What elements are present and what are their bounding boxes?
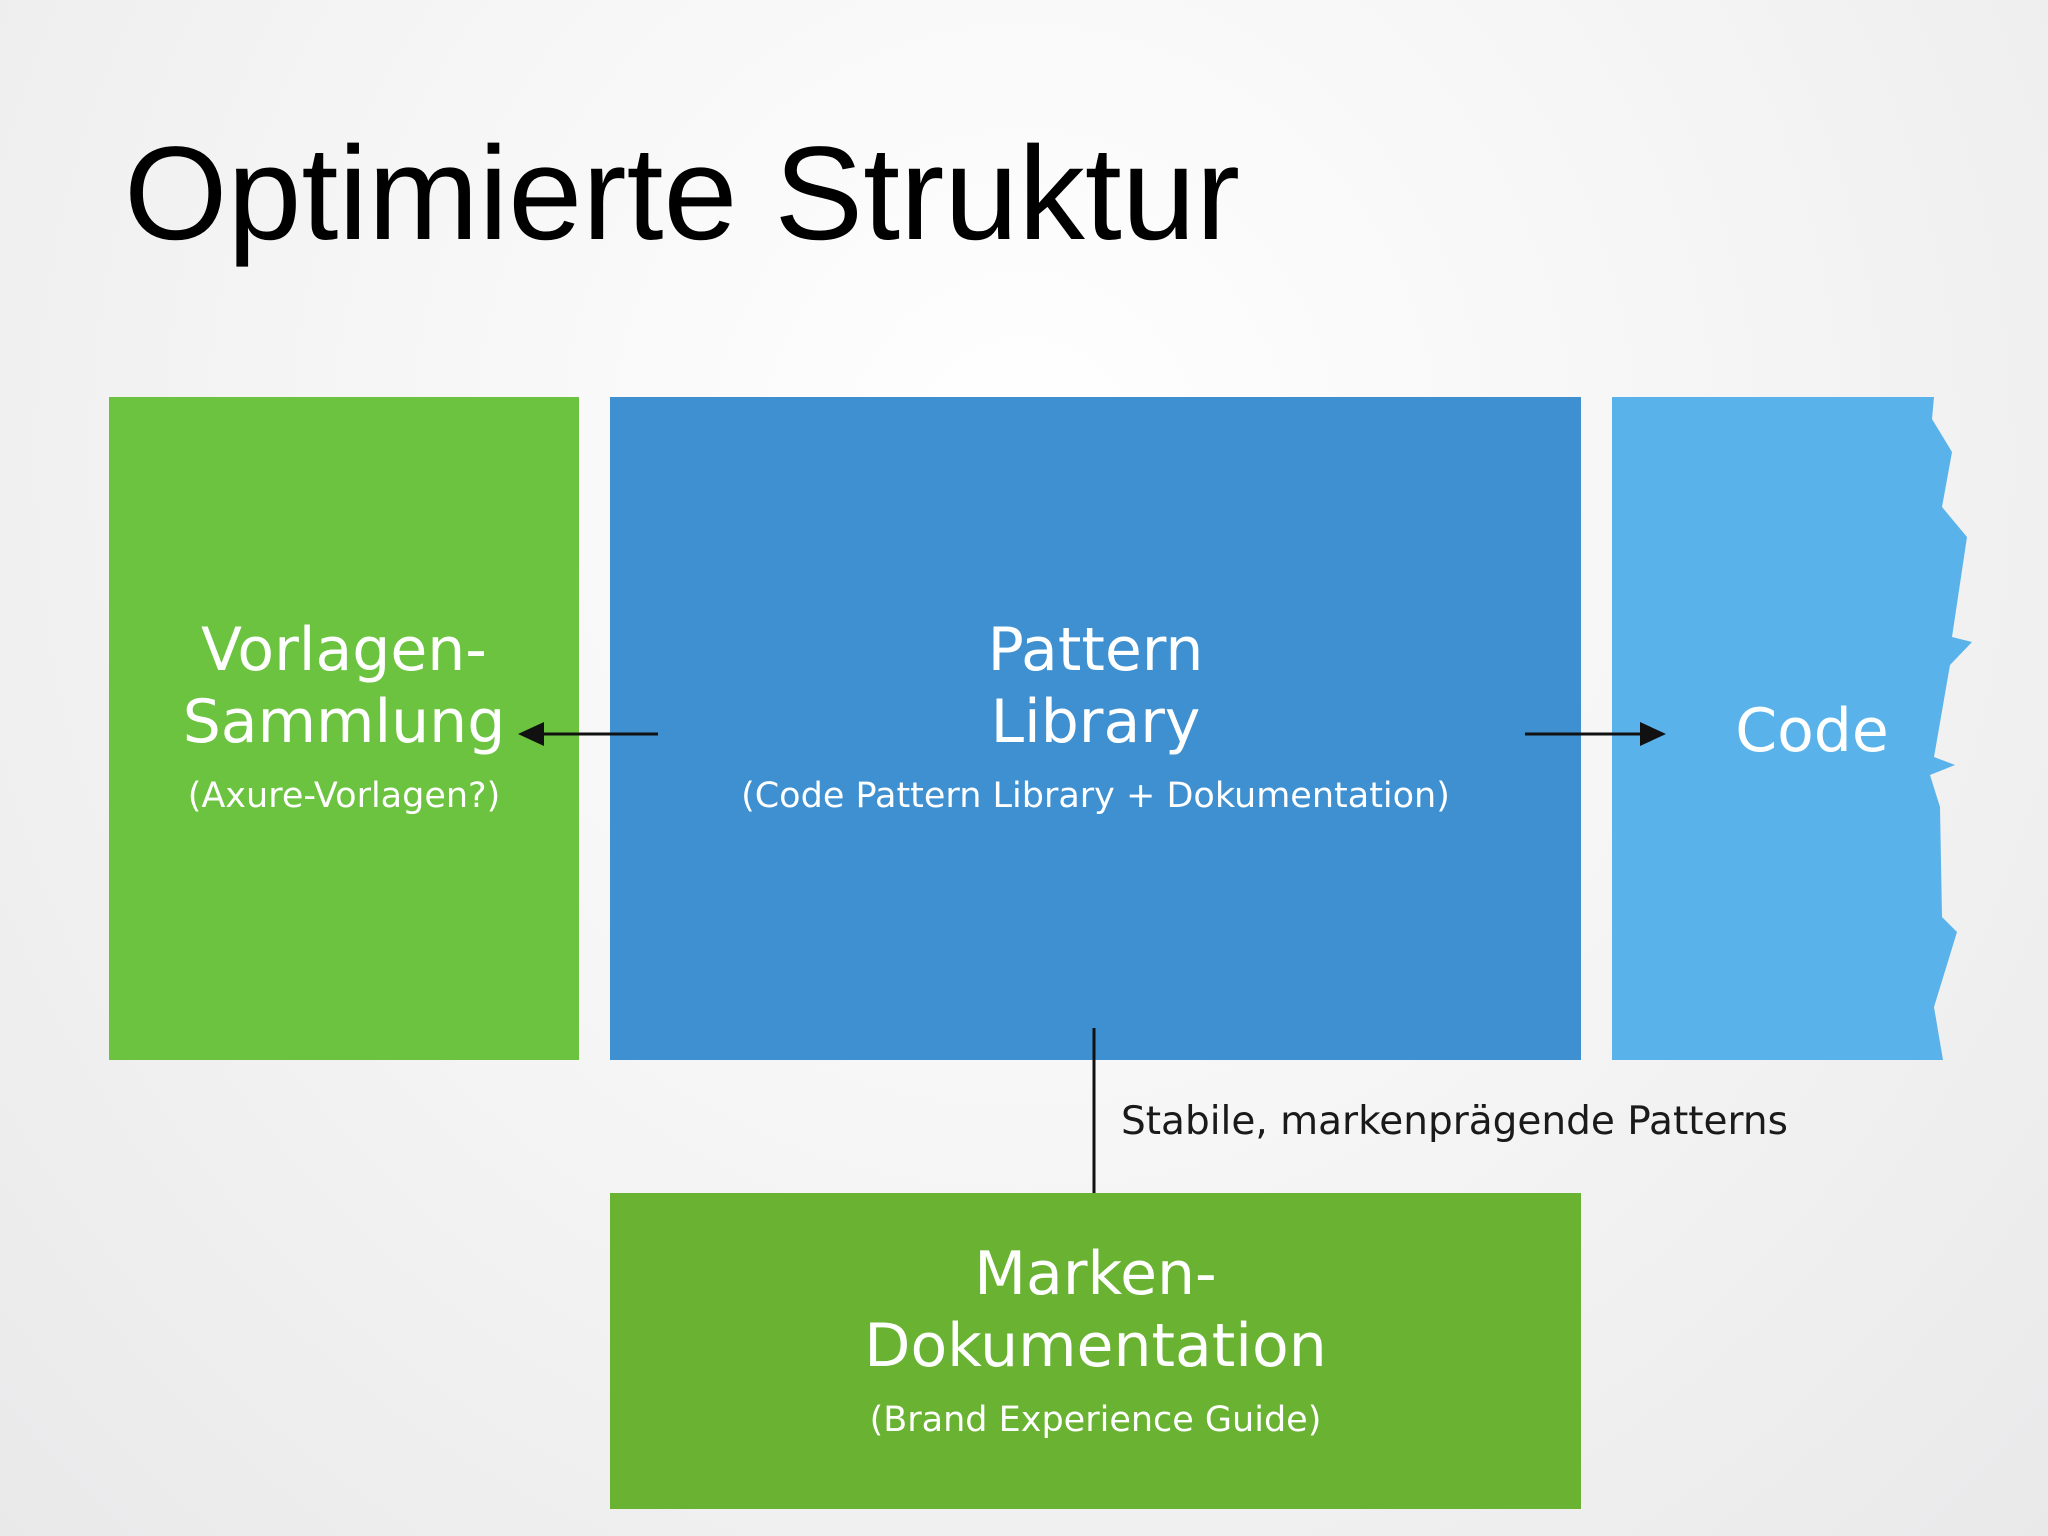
vorlagen-sammlung-subtitle: (Axure-Vorlagen?) (187, 775, 501, 816)
slide-title: Optimierte Struktur (124, 120, 1241, 268)
marken-dokumentation-subtitle: (Brand Experience Guide) (869, 1400, 1322, 1440)
edge-pattern-to-vorlagen (518, 722, 658, 746)
arrowhead-left-icon (518, 722, 544, 746)
code-title: Code (1735, 696, 1889, 766)
marken-dokumentation-title: Marken- Dokumentation (864, 1239, 1327, 1381)
code-node (1612, 397, 1972, 1060)
pattern-library-node: Pattern Library (Code Pattern Library + … (610, 397, 1581, 1060)
vorlagen-sammlung-node: Vorlagen- Sammlung (Axure-Vorlagen?) (109, 397, 579, 1060)
edge-label-stabile-patterns: Stabile, markenprägende Patterns (1121, 1099, 1788, 1144)
pattern-library-subtitle: (Code Pattern Library + Dokumentation) (741, 775, 1450, 816)
arrowhead-right-icon (1640, 722, 1666, 746)
code-node-shape (1612, 397, 1972, 1060)
edge-pattern-to-code (1525, 722, 1666, 746)
marken-dokumentation-node: Marken- Dokumentation (Brand Experience … (610, 1193, 1581, 1509)
vorlagen-sammlung-title: Vorlagen- Sammlung (182, 614, 506, 757)
pattern-library-title: Pattern Library (987, 614, 1204, 757)
